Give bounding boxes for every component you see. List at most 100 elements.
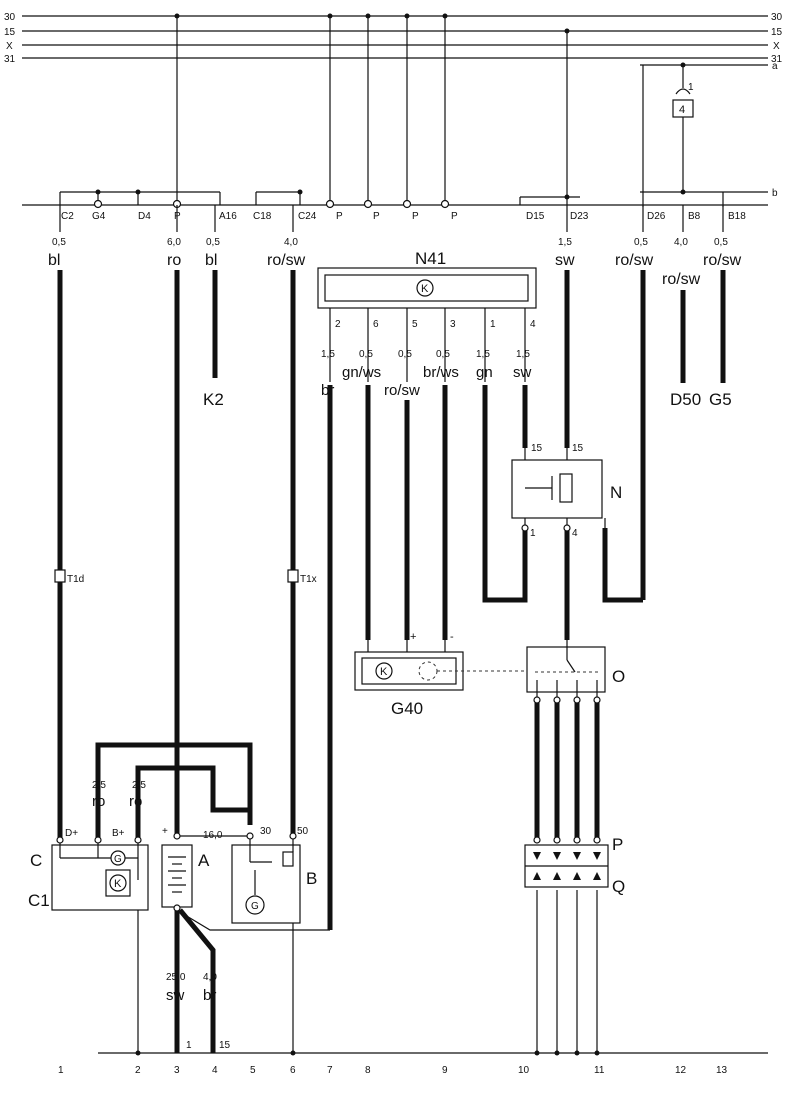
n41-color-6: gn/ws: [342, 364, 381, 381]
plug-pq: P Q: [524, 835, 625, 896]
wire-d23-color: sw: [555, 252, 575, 269]
n41-size-3: 0,5: [436, 349, 450, 360]
column-number-5: 5: [250, 1065, 256, 1076]
n41-pin-2: 2: [335, 319, 341, 330]
n41-size-4: 1,5: [516, 349, 530, 360]
wire-b8-color: ro/sw: [662, 271, 701, 288]
thick-wires: [57, 270, 726, 1053]
wire-bplus-color: ro: [129, 793, 142, 810]
relay-n-pin-15a: 15: [531, 443, 543, 454]
bus-b-label: b: [772, 188, 778, 199]
n41-color-2: br: [321, 382, 334, 399]
mark-t1x: T1x: [300, 574, 317, 585]
g40-minus: -: [450, 631, 454, 643]
label-o: O: [612, 667, 625, 686]
component-labels: K2 D50 G5: [203, 390, 732, 409]
column-number-13: 13: [716, 1065, 728, 1076]
label-p: P: [612, 835, 623, 854]
label-c1: C1: [28, 891, 50, 910]
wire-b18-color: ro/sw: [703, 252, 742, 269]
connector-p3: P: [373, 211, 380, 222]
connector-p4: P: [412, 211, 419, 222]
rail-x-right-label: X: [773, 41, 780, 52]
fuse-box: 1 4: [642, 65, 694, 207]
wire-a16-size: 0,5: [206, 237, 220, 248]
bottom-mark-1: 1: [186, 1040, 192, 1051]
fuse-value-label: 4: [679, 104, 685, 116]
label-q: Q: [612, 877, 625, 896]
wire-c2-size: 0,5: [52, 237, 66, 248]
wire-a16-color: bl: [205, 252, 217, 269]
wire-p-color: ro: [167, 252, 181, 269]
bus-a-label: a: [772, 61, 778, 72]
battery-a: + A: [161, 826, 210, 912]
wire-br-color: br: [203, 987, 216, 1004]
connector-c2: C2: [61, 211, 74, 222]
starter-30-label: 30: [260, 826, 272, 837]
label-g5: G5: [709, 390, 732, 409]
alt-dplus-label: D+: [65, 828, 78, 839]
rail-x-left-label: X: [6, 41, 13, 52]
rail-15-left-label: 15: [4, 27, 16, 38]
wire-c24-size: 4,0: [284, 237, 298, 248]
g40-symbol: K: [380, 666, 388, 678]
n41-symbol: K: [421, 283, 429, 295]
rail-31-right-label: 31: [771, 54, 783, 65]
wire-br-size: 4,0: [203, 972, 217, 983]
rail-30-left-label: 30: [4, 12, 16, 23]
connector-labels: C2 G4 D4 P A16 C18 C24 P P P P D15 D23 D…: [61, 211, 746, 222]
column-number-8: 8: [365, 1065, 371, 1076]
relay-n-pin-15b: 15: [572, 443, 584, 454]
connector-c24: C24: [298, 211, 317, 222]
label-n: N: [610, 483, 622, 502]
n41-color-1: gn: [476, 364, 493, 381]
connector-g4: G4: [92, 211, 106, 222]
wire-dplus-size: 2,5: [92, 780, 106, 791]
n41-color-3: br/ws: [423, 364, 459, 381]
starter-m-symbol: G: [251, 901, 259, 912]
connector-d15: D15: [526, 211, 545, 222]
label-c: C: [30, 851, 42, 870]
relay-n-pin-4: 4: [572, 528, 578, 539]
column-number-3: 3: [174, 1065, 180, 1076]
connector-c18: C18: [253, 211, 272, 222]
n41-size-2: 1,5: [321, 349, 335, 360]
connector-p2: P: [336, 211, 343, 222]
starter-50-label: 50: [297, 826, 309, 837]
starter-16-label: 16,0: [203, 830, 223, 841]
g40-plus: +: [410, 631, 416, 643]
n41-control-unit: K N41 2 6 5 3 1 4 1,5 0,5 0,5 0,5 1,5 1,…: [317, 249, 537, 399]
column-number-4: 4: [212, 1065, 218, 1076]
wire-b8-size: 4,0: [674, 237, 688, 248]
label-a: A: [198, 851, 210, 870]
n41-color-5: ro/sw: [384, 382, 420, 399]
top-rails: 30 15 X 31 30 15 X 31 a: [4, 12, 783, 72]
lower-wire-labels: 2,5 ro 2,5 ro 25,0 sw 4,0 br: [92, 780, 217, 1004]
n41-pin-6: 6: [373, 319, 379, 330]
label-d50: D50: [670, 390, 701, 409]
wire-dplus-color: ro: [92, 793, 105, 810]
wire-d26-color: ro/sw: [615, 252, 654, 269]
rail-31-left-label: 31: [4, 54, 16, 65]
n41-size-5: 0,5: [398, 349, 412, 360]
connector-d26: D26: [647, 211, 666, 222]
label-b: B: [306, 869, 317, 888]
relay-n: 15 15 1 4 N: [511, 443, 622, 539]
connector-d23: D23: [570, 211, 589, 222]
column-number-2: 2: [135, 1065, 141, 1076]
inline-connectors: T1d T1x: [54, 569, 317, 585]
label-k2: K2: [203, 390, 224, 409]
starter-b: 16,0 30 50 G B: [203, 826, 317, 924]
column-numbers: 1 2 3 4 5 6 7 8 9 10 11 12 13: [58, 1065, 728, 1076]
rail-30-right-label: 30: [771, 12, 783, 23]
rail-15-right-label: 15: [771, 27, 783, 38]
wire-ground-color: sw: [166, 987, 185, 1004]
wire-c2-color: bl: [48, 252, 60, 269]
n41-pin-1: 1: [490, 319, 496, 330]
column-number-6: 6: [290, 1065, 296, 1076]
connector-bus: b: [22, 13, 778, 209]
n41-pin-4: 4: [530, 319, 536, 330]
fuse-number-label: 1: [688, 82, 694, 93]
bottom-marks: 1 15: [135, 1040, 600, 1056]
